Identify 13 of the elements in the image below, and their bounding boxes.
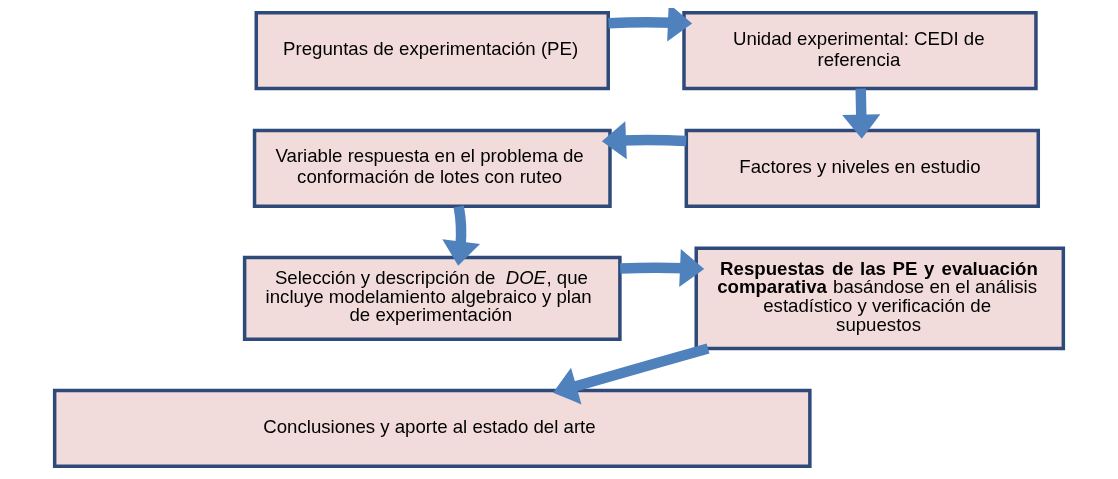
node-box: Factores y niveles en estudio: [684, 128, 1041, 209]
arrow: [601, 121, 687, 160]
arrow: [619, 249, 705, 288]
node-box: Variable respuesta en el problema de conformación de lotes con ruteo: [252, 128, 612, 209]
arrow: [442, 205, 481, 266]
arrow: [608, 8, 693, 42]
node-box: Preguntas de experimentación (PE): [254, 11, 610, 91]
node-box: Selección y descripción de DOE, que incluye modelamiento algebraico y plan de experimentación: [242, 255, 622, 341]
node-box: Conclusiones y aporte al estado del arte: [52, 388, 812, 468]
node-box: Unidad experimental: CEDI de referencia: [682, 11, 1038, 91]
arrow: [553, 343, 710, 405]
arrow: [842, 88, 881, 139]
node-box: Respuestas de las PE y evaluación comparativa basándose en el análisis estadístico y verificación de supuestos: [694, 246, 1066, 351]
